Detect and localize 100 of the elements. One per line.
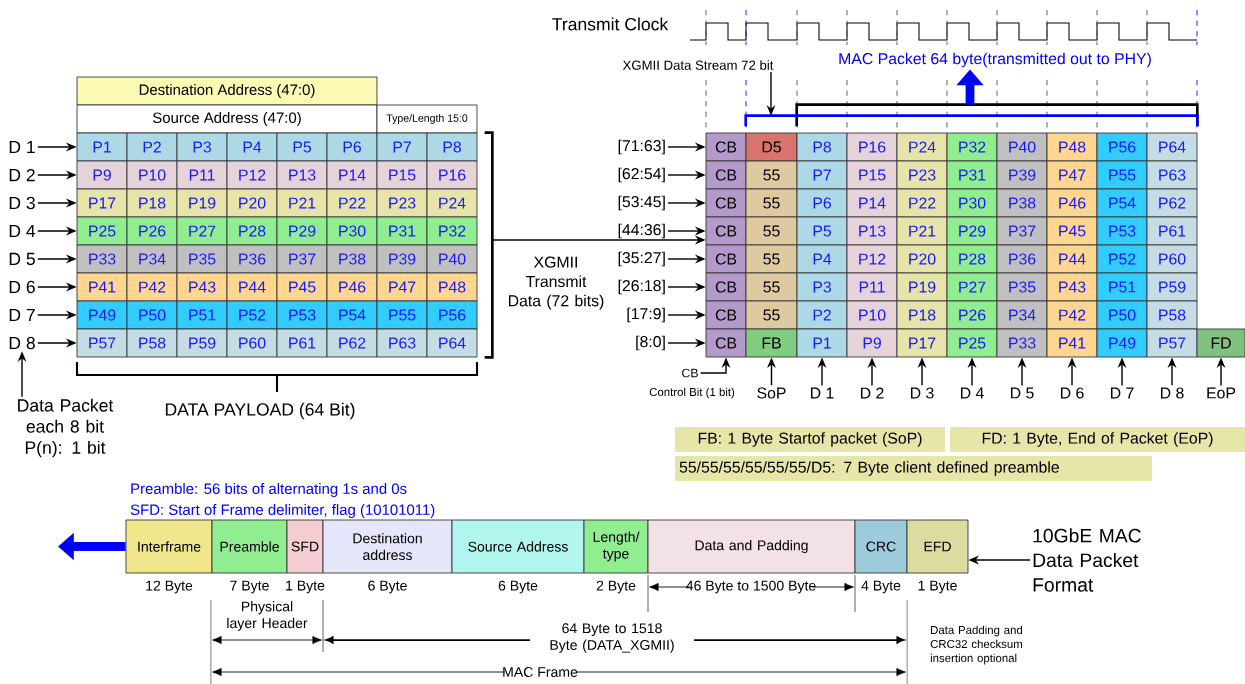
row-label: [53:45] — [618, 195, 665, 211]
payload-cell: P29 — [276, 216, 328, 246]
payload-cell: P62 — [326, 328, 378, 358]
data-cell: CB — [705, 216, 747, 246]
payload-cell: P30 — [326, 216, 378, 246]
note-band: FD: 1 Byte, End of Packet (EoP) — [950, 427, 1245, 452]
payload-cell: P57 — [76, 328, 128, 358]
frame-field: CRC — [854, 519, 908, 574]
data-cell: CB — [705, 300, 747, 330]
payload-cell: P42 — [126, 272, 178, 302]
data-cell: P40 — [996, 132, 1048, 162]
data-cell: P25 — [946, 328, 998, 358]
column-label: D 1 — [811, 387, 834, 399]
payload-cell: P36 — [226, 244, 278, 274]
data-cell: P44 — [1046, 244, 1098, 274]
stream-label: XGMII Data Stream 72 bit — [622, 60, 774, 70]
data-cell: P42 — [1046, 300, 1098, 330]
payload-cell: P45 — [276, 272, 328, 302]
payload-cell: P4 — [226, 132, 278, 162]
data-cell: P60 — [1146, 244, 1198, 274]
payload-cell: P5 — [276, 132, 328, 162]
payload-cell: P46 — [326, 272, 378, 302]
payload-cell: P44 — [226, 272, 278, 302]
data-cell: P8 — [796, 132, 848, 162]
payload-cell: P40 — [426, 244, 478, 274]
frame-field: SFD — [286, 519, 324, 574]
column-label: D 7 — [1111, 387, 1134, 399]
dimension-label: 64 Byte to 1518 Byte (DATA_XGMII) — [550, 623, 674, 653]
row-label: D 6 — [9, 280, 35, 294]
data-cell: P50 — [1096, 300, 1148, 330]
data-cell: P54 — [1096, 188, 1148, 218]
bracket — [484, 131, 494, 359]
column-label: D 4 — [961, 387, 984, 399]
size-label: 4 Byte — [861, 580, 901, 594]
data-cell: FD — [1196, 328, 1245, 358]
payload-cell: P12 — [226, 160, 278, 190]
size-label: Control Bit (1 bit) — [649, 387, 735, 399]
dimension-label: 46 Byte to 1500 Byte — [686, 580, 816, 594]
note-text: SFD: Start of Frame delimiter, flag (10101011) — [130, 504, 435, 518]
column-label: D 6 — [1061, 387, 1084, 399]
dimension-label: Physical layer Header — [227, 601, 308, 631]
note-band: FB: 1 Byte Startof packet (SoP) — [675, 427, 945, 452]
data-cell: P9 — [846, 328, 898, 358]
payload-cell: P59 — [176, 328, 228, 358]
payload-cell: P1 — [76, 132, 128, 162]
payload-cell: P52 — [226, 300, 278, 330]
data-cell: P46 — [1046, 188, 1098, 218]
row-label: D 1 — [9, 140, 35, 154]
column-label: CB — [682, 368, 698, 378]
data-cell: P29 — [946, 216, 998, 246]
row-label: [17:9] — [627, 307, 665, 323]
data-cell: 55 — [745, 188, 798, 218]
column-label: EoP — [1207, 387, 1236, 399]
payload-cell: P53 — [276, 300, 328, 330]
size-label: 1 Byte — [918, 580, 957, 594]
data-cell: P58 — [1146, 300, 1198, 330]
size-label: 2 Byte — [596, 580, 636, 594]
row-label: D 8 — [9, 336, 35, 350]
data-cell: P48 — [1046, 132, 1098, 162]
payload-cell: P56 — [426, 300, 478, 330]
payload-cell: P34 — [126, 244, 178, 274]
data-cell: P45 — [1046, 216, 1098, 246]
size-label: 7 Byte — [230, 580, 269, 594]
clock-label: Transmit Clock — [552, 17, 669, 31]
payload-cell: P39 — [376, 244, 428, 274]
data-cell: P15 — [846, 160, 898, 190]
data-cell: P16 — [846, 132, 898, 162]
note-band: 55/55/55/55/55/55/D5: 7 Byte client defined preamble — [675, 456, 1152, 481]
payload-cell: P24 — [426, 188, 478, 218]
data-cell: P59 — [1146, 272, 1198, 302]
row-label: D 4 — [9, 224, 36, 238]
payload-cell: P13 — [276, 160, 328, 190]
row-label: [8:0] — [636, 335, 665, 351]
header-cell: Type/Length 15:0 — [376, 104, 478, 134]
payload-cell: P17 — [76, 188, 128, 218]
payload-cell: P38 — [326, 244, 378, 274]
data-cell: P5 — [796, 216, 848, 246]
payload-cell: P23 — [376, 188, 428, 218]
size-label: 6 Byte — [368, 580, 407, 594]
data-cell: P27 — [946, 272, 998, 302]
data-cell: P33 — [996, 328, 1048, 358]
data-cell: CB — [705, 272, 747, 302]
data-cell: P35 — [996, 272, 1048, 302]
packet-label: MAC Packet 64 byte(transmitted out to PHY) — [839, 52, 1151, 68]
payload-cell: P11 — [176, 160, 228, 190]
column-label: D 8 — [1161, 387, 1184, 399]
data-cell: FB — [745, 328, 798, 358]
payload-cell: P15 — [376, 160, 428, 190]
frame-field: Preamble — [211, 519, 288, 574]
bracket — [795, 103, 1199, 127]
bracket — [744, 114, 1199, 127]
payload-cell: P27 — [176, 216, 228, 246]
payload-cell: P8 — [426, 132, 478, 162]
row-label: D 5 — [9, 252, 35, 266]
row-label: D 2 — [9, 168, 35, 182]
data-cell: P17 — [896, 328, 948, 358]
frame-field: EFD — [906, 519, 969, 574]
data-cell: CB — [705, 160, 747, 190]
payload-cell: P14 — [326, 160, 378, 190]
payload-cell: P28 — [226, 216, 278, 246]
